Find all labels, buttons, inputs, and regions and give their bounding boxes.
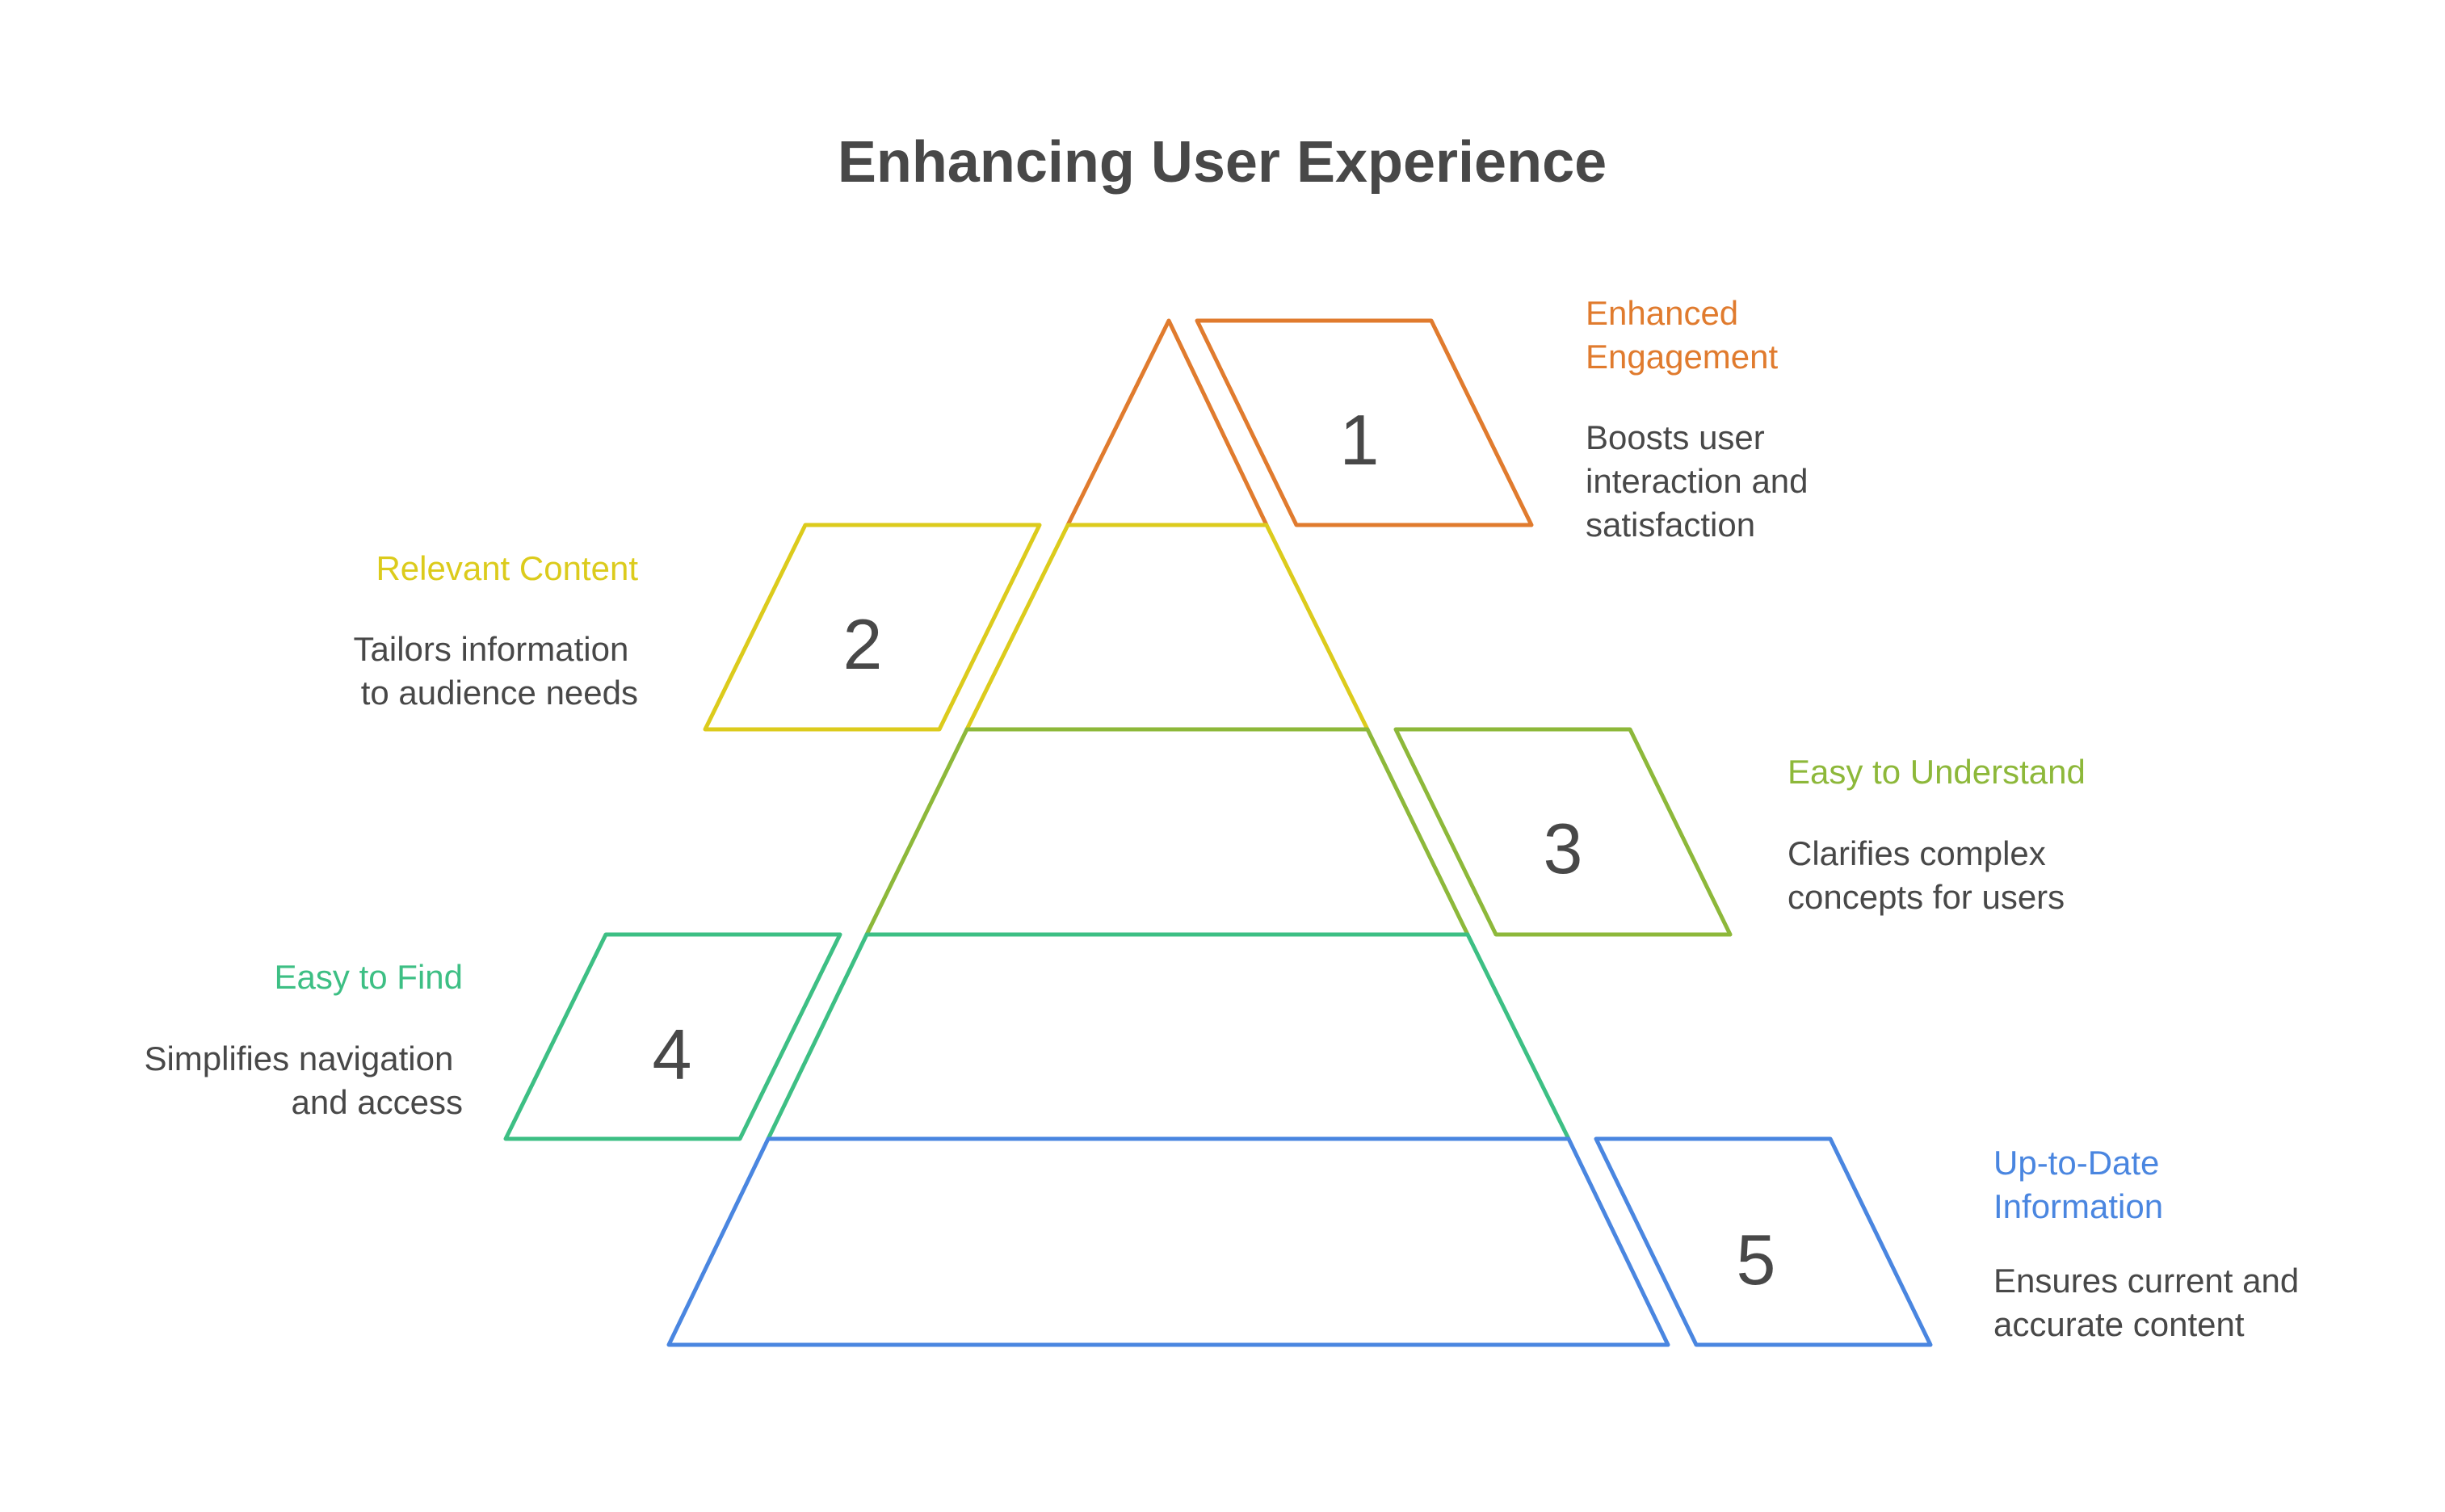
level-5: 5 Up-to-Date Information Ensures current… [1594, 1136, 2308, 1347]
level-description-5: Ensures current and accurate content [1993, 1262, 2308, 1343]
level-3: 3 Easy to Understand Clarifies complex c… [1393, 727, 2086, 937]
pyramid-tier-3 [864, 727, 1470, 937]
diagram-title: Enhancing User Experience [838, 130, 1607, 195]
level-description-4: Simplifies navigation and access [144, 1040, 463, 1121]
level-2: 2 Relevant Content Tailors information t… [354, 523, 1042, 732]
level-heading-3: Easy to Understand [1788, 753, 2086, 791]
number-badge-1 [1195, 318, 1534, 527]
level-heading-5: Up-to-Date Information [1993, 1144, 2169, 1225]
number-badge-5 [1594, 1136, 1933, 1347]
level-description-3: Clarifies complex concepts for users [1788, 834, 2065, 916]
number-badge-3 [1393, 727, 1733, 937]
pyramid-tier-1 [1065, 318, 1269, 527]
pyramid-tier-4 [766, 932, 1571, 1141]
level-number-2: 2 [843, 604, 883, 684]
level-number-1: 1 [1340, 400, 1380, 480]
pyramid-tier-2 [964, 523, 1370, 732]
level-description-1: Boosts user interaction and satisfaction [1586, 418, 1817, 544]
level-heading-1: Enhanced Engagement [1586, 294, 1779, 376]
level-heading-4: Easy to Find [275, 958, 463, 996]
pyramid-tier-5 [666, 1136, 1670, 1347]
level-number-3: 3 [1544, 808, 1583, 888]
level-1: 1 Enhanced Engagement Boosts user intera… [1195, 294, 1817, 544]
number-badge-2 [703, 523, 1042, 732]
level-heading-2: Relevant Content [376, 549, 638, 587]
level-description-2: Tailors information to audience needs [354, 630, 638, 712]
level-number-5: 5 [1737, 1220, 1776, 1300]
number-badge-4 [503, 932, 842, 1141]
level-number-4: 4 [653, 1014, 692, 1094]
level-4: 4 Easy to Find Simplifies navigation and… [144, 932, 842, 1141]
